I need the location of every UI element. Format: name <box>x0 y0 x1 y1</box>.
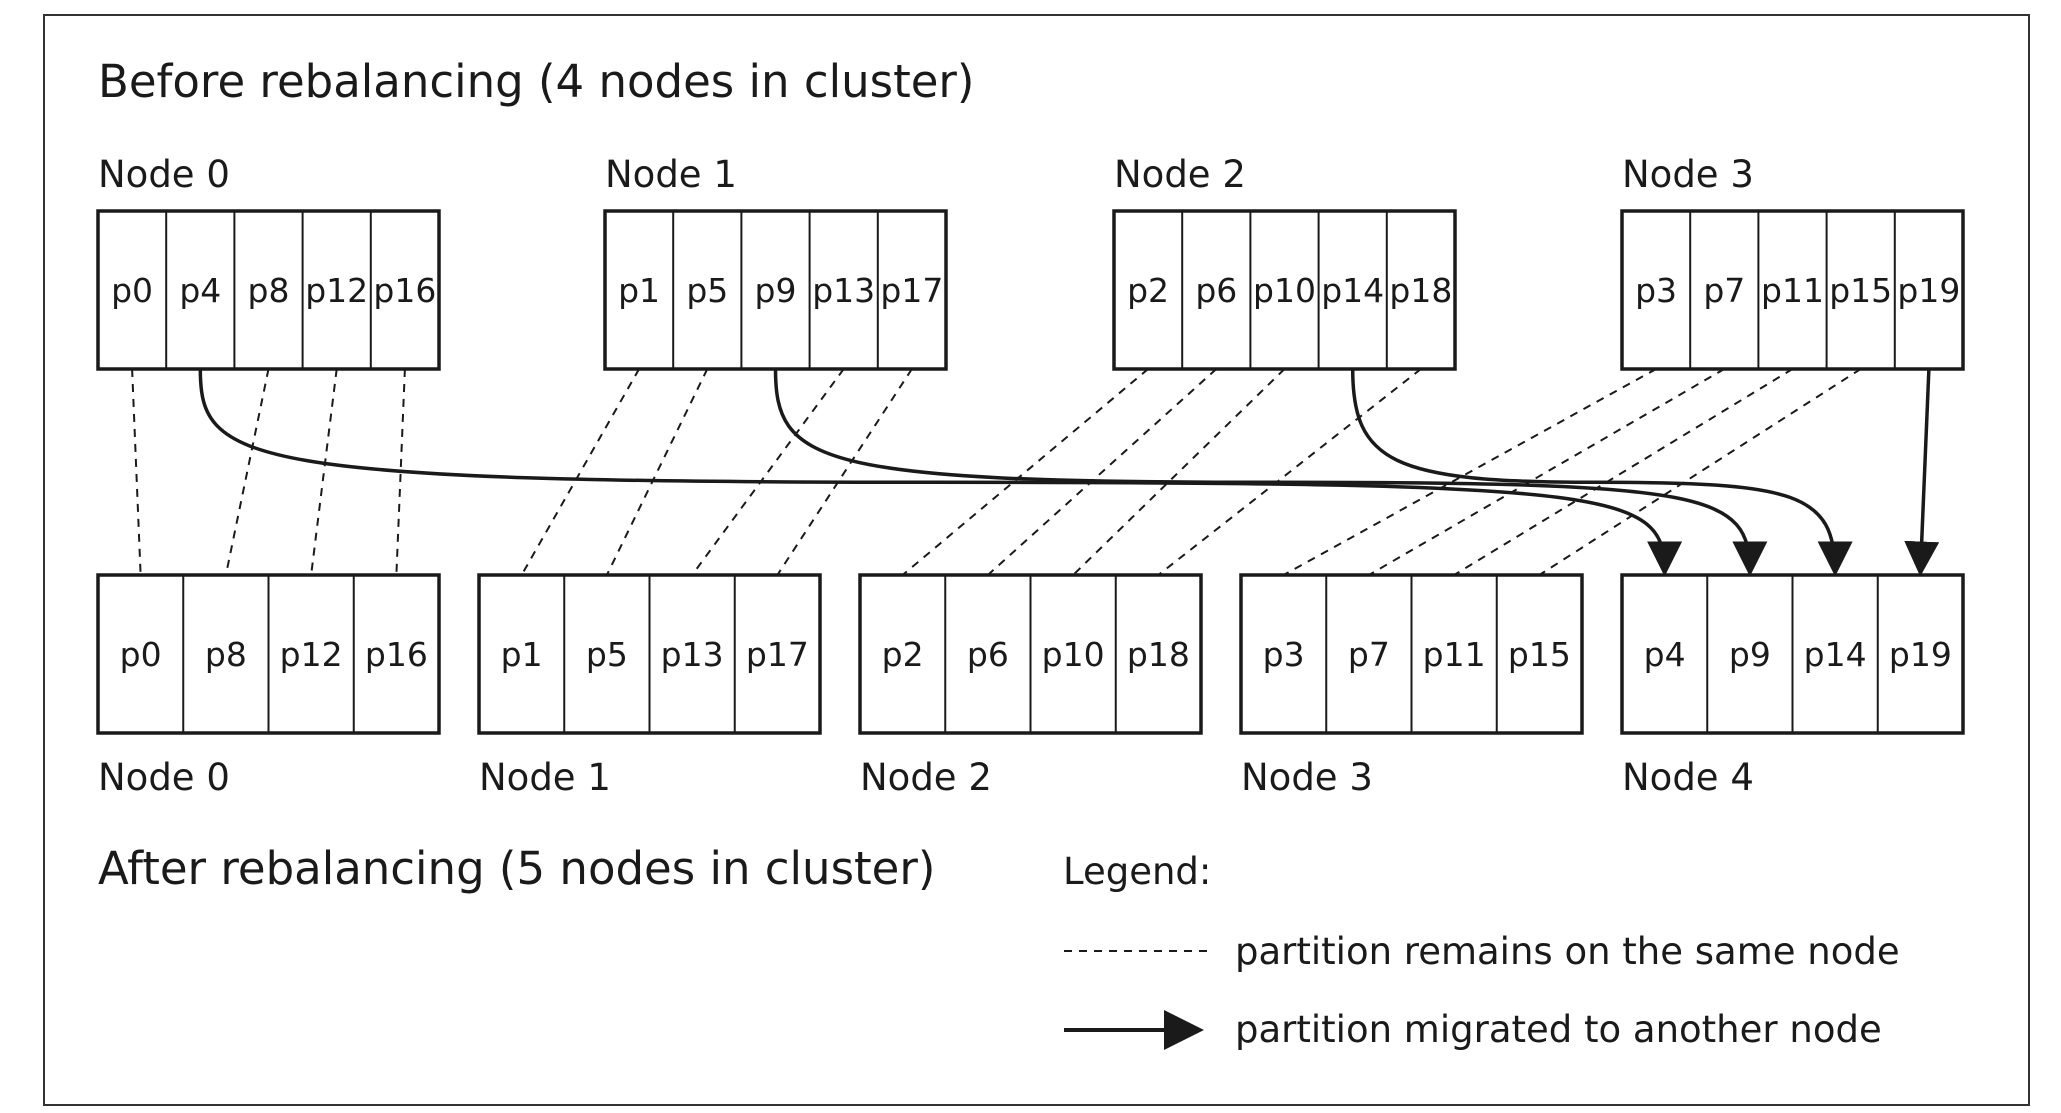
partition-cell: p8 <box>248 271 290 310</box>
migrate-arrow-p14 <box>1350 368 1853 577</box>
stay-connector-p16 <box>395 368 406 576</box>
partition-cell: p6 <box>967 635 1009 674</box>
partition-cell: p17 <box>880 271 943 310</box>
after-node-label: Node 4 <box>1622 756 1754 799</box>
stay-connector-p18 <box>1157 368 1422 576</box>
partition-cell: p0 <box>120 635 162 674</box>
stay-connector-p12 <box>310 368 338 576</box>
legend-dashed-label: partition remains on the same node <box>1235 930 1900 973</box>
partition-cell: p18 <box>1389 271 1452 310</box>
partition-cell: p7 <box>1703 271 1745 310</box>
before-node-box <box>96 209 441 371</box>
partition-cell: p19 <box>1897 271 1960 310</box>
partition-cell: p17 <box>746 635 809 674</box>
stay-connector-p8 <box>224 368 270 576</box>
partition-cell: p16 <box>373 271 436 310</box>
partition-cell: p14 <box>1804 635 1867 674</box>
partition-cell: p10 <box>1253 271 1316 310</box>
partition-cell: p1 <box>618 271 660 310</box>
diagram-frame <box>43 14 2030 1106</box>
stay-connector-p2 <box>901 368 1149 576</box>
stay-connector-p17 <box>776 368 913 576</box>
before-node-box <box>1620 209 1965 371</box>
migrate-arrow-p19 <box>1904 368 1940 577</box>
before-node-label: Node 0 <box>98 153 230 196</box>
before-node-box <box>603 209 948 371</box>
after-node-label: Node 1 <box>479 756 611 799</box>
before-title: Before rebalancing (4 nodes in cluster) <box>98 55 974 108</box>
partition-cell: p9 <box>755 271 797 310</box>
partition-cell: p3 <box>1263 635 1305 674</box>
partition-cell: p0 <box>111 271 153 310</box>
partition-cell: p11 <box>1761 271 1824 310</box>
before-node-label: Node 3 <box>1622 153 1754 196</box>
stay-connector-p1 <box>520 368 640 576</box>
legend-title: Legend: <box>1063 850 1211 893</box>
stay-connector-p0 <box>131 368 142 576</box>
after-node-label: Node 2 <box>860 756 992 799</box>
legend: Legend: partition remains on the same no… <box>1063 850 1900 1051</box>
migrate-arrow-p4 <box>198 368 1683 577</box>
before-node-label: Node 1 <box>605 153 737 196</box>
legend-arrow-label: partition migrated to another node <box>1235 1008 1882 1051</box>
partition-cell: p2 <box>882 635 924 674</box>
partition-cell: p3 <box>1635 271 1677 310</box>
stay-connector-p7 <box>1368 368 1725 576</box>
stay-connector-p3 <box>1283 368 1657 576</box>
partition-cell: p15 <box>1829 271 1892 310</box>
partition-cell: p16 <box>365 635 428 674</box>
partition-cell: p4 <box>1644 635 1686 674</box>
partition-cell: p18 <box>1127 635 1190 674</box>
stay-connector-p15 <box>1538 368 1862 576</box>
partition-cell: p15 <box>1508 635 1571 674</box>
stay-connector-p10 <box>1072 368 1286 576</box>
partition-cell: p7 <box>1348 635 1390 674</box>
before-node-label: Node 2 <box>1114 153 1246 196</box>
stay-connector-p13 <box>691 368 845 576</box>
before-node-box <box>1112 209 1457 371</box>
partition-cell: p5 <box>586 635 628 674</box>
partition-cell: p13 <box>812 271 875 310</box>
partition-cell: p9 <box>1729 635 1771 674</box>
partition-cell: p12 <box>305 271 368 310</box>
partition-cell: p12 <box>280 635 343 674</box>
partition-cell: p2 <box>1127 271 1169 310</box>
migrate-arrow-p9 <box>773 368 1768 577</box>
stay-connector-p6 <box>987 368 1217 576</box>
partition-cell: p14 <box>1321 271 1384 310</box>
partition-cell: p11 <box>1423 635 1486 674</box>
partition-cell: p4 <box>179 271 221 310</box>
partition-cell: p8 <box>205 635 247 674</box>
after-title: After rebalancing (5 nodes in cluster) <box>98 842 935 895</box>
after-node-label: Node 0 <box>98 756 230 799</box>
partition-cell: p1 <box>501 635 543 674</box>
partition-cell: p10 <box>1042 635 1105 674</box>
partition-cell: p19 <box>1889 635 1952 674</box>
partition-cell: p6 <box>1195 271 1237 310</box>
after-node-label: Node 3 <box>1241 756 1373 799</box>
partition-cell: p5 <box>686 271 728 310</box>
partition-cell: p13 <box>661 635 724 674</box>
partition-connections <box>131 368 1940 577</box>
stay-connector-p11 <box>1453 368 1794 576</box>
